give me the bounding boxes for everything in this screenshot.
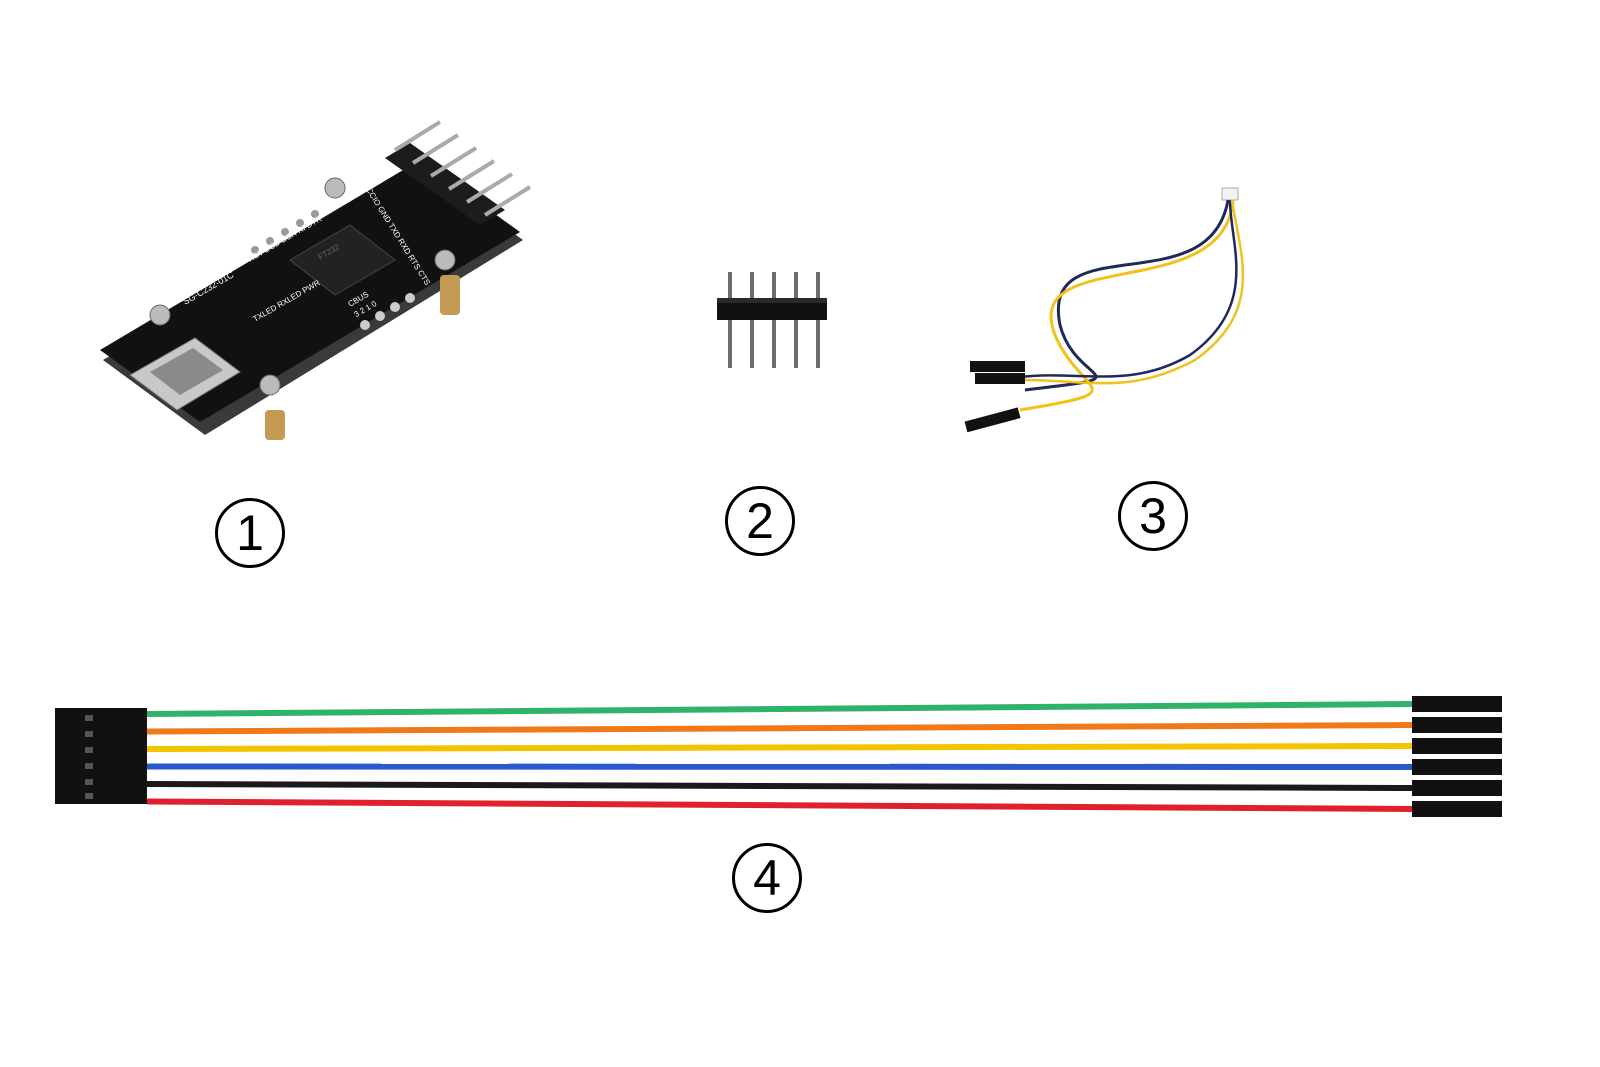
wire: [146, 743, 1413, 752]
left-6pin-housing: [55, 708, 147, 804]
single-pin-housing: [1412, 696, 1502, 712]
two-wire-cable-illustration: [964, 187, 1245, 433]
item-number-2: 2: [725, 486, 795, 556]
wire: [146, 701, 1413, 717]
pin-header: [712, 268, 827, 373]
pin-header-illustration: [717, 272, 827, 368]
single-pin-housing: [1412, 717, 1502, 733]
wire: [146, 798, 1413, 812]
single-pin-housing: [1412, 780, 1502, 796]
usb-uart-board-illustration: SG-C232-01C RST DCD DSR RI DTR VCCIO GND…: [100, 120, 532, 440]
single-pin-housing: [1412, 801, 1502, 817]
six-wire-cable-illustration: [55, 696, 1502, 817]
six-wire-dupont-cable: [50, 690, 1510, 835]
item-number-1: 1: [215, 498, 285, 568]
usb-uart-board: SG-C232-01C RST DCD DSR RI DTR VCCIO GND…: [95, 110, 545, 460]
wire: [146, 763, 1413, 770]
wire: [146, 722, 1413, 735]
item-number-4: 4: [732, 843, 802, 913]
single-pin-housing: [1412, 738, 1502, 754]
two-wire-cable: [960, 185, 1280, 440]
single-pin-housing: [1412, 759, 1502, 775]
wire: [146, 781, 1413, 791]
item-number-3: 3: [1118, 481, 1188, 551]
